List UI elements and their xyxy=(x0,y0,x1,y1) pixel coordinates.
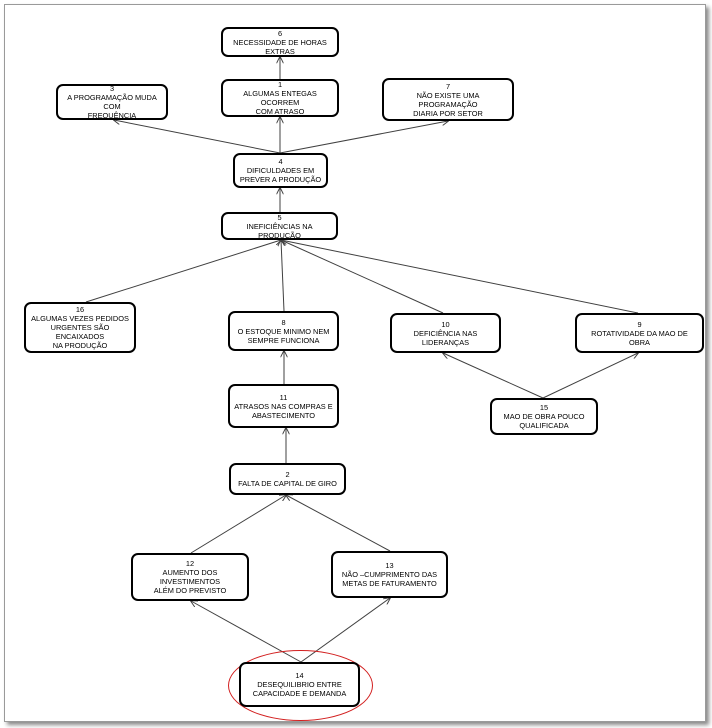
edge-4-to-7 xyxy=(279,121,448,154)
node-number: 4 xyxy=(278,157,283,166)
edge-12-to-2 xyxy=(190,495,286,554)
edge-16-to-5 xyxy=(85,240,281,303)
node-number: 9 xyxy=(637,319,642,329)
node-label: NÃO –CUMPRIMENTO DAS METAS DE FATURAMENT… xyxy=(341,570,438,588)
node-label: INEFICIÊNCIAS NA PRODUÇÃO xyxy=(246,221,313,240)
node-label: AUMENTO DOS INVESTIMENTOS ALÉM DO PREVIS… xyxy=(153,568,227,595)
node-number: 10 xyxy=(441,319,450,329)
node-number: 13 xyxy=(385,561,394,570)
node-number: 2 xyxy=(285,470,290,479)
edge-13-to-2 xyxy=(286,495,391,552)
node-number: 3 xyxy=(109,84,115,93)
node-label: NECESSIDADE DE HORAS EXTRAS xyxy=(233,37,327,56)
highlight-ellipse xyxy=(228,650,373,721)
node-number: 16 xyxy=(75,305,85,314)
edge-15-to-9 xyxy=(542,353,638,399)
edge-9-to-5 xyxy=(281,240,639,314)
edge-4-to-3 xyxy=(114,120,281,154)
node-number: 8 xyxy=(281,317,286,327)
node-number: 11 xyxy=(279,392,288,402)
edge-10-to-5 xyxy=(281,240,444,314)
node-label: A PROGRAMAÇÃO MUDA COM FREQUÊNCIA xyxy=(67,93,157,120)
node-label: ATRASOS NAS COMPRAS E ABASTECIMENTO xyxy=(234,401,333,420)
node-number: 15 xyxy=(539,403,549,412)
edge-15-to-10 xyxy=(443,353,544,399)
node-label: DEFICIÊNCIA NAS LIDERANÇAS xyxy=(413,328,478,347)
node-label: ALGUMAS VEZES PEDIDOS URGENTES SÃO ENCAI… xyxy=(31,314,129,350)
diagram-frame xyxy=(4,4,706,722)
node-label: ROTATIVIDADE DA MAO DE OBRA xyxy=(591,328,688,347)
node-number: 5 xyxy=(277,212,282,222)
node-number: 7 xyxy=(445,81,451,91)
node-label: ALGUMAS ENTEGAS OCORREM COM ATRASO xyxy=(243,89,317,116)
node-number: 1 xyxy=(277,80,283,89)
node-label: FALTA DE CAPITAL DE GIRO xyxy=(238,479,337,488)
node-label: MAO DE OBRA POUCO QUALIFICADA xyxy=(503,412,585,430)
node-number: 6 xyxy=(277,28,283,38)
edge-8-to-5 xyxy=(281,240,284,312)
node-number: 12 xyxy=(185,559,195,568)
node-label: NÃO EXISTE UMA PROGRAMAÇÃO DIARIA POR SE… xyxy=(413,90,483,118)
node-label: O ESTOQUE MINIMO NEM SEMPRE FUNCIONA xyxy=(237,326,330,345)
node-number: 14 xyxy=(295,671,304,680)
node-label: DIFICULDADES EM PREVER A PRODUÇÃO xyxy=(239,166,322,184)
node-label: DESEQUILIBRIO ENTRE CAPACIDADE E DEMANDA xyxy=(252,680,347,698)
